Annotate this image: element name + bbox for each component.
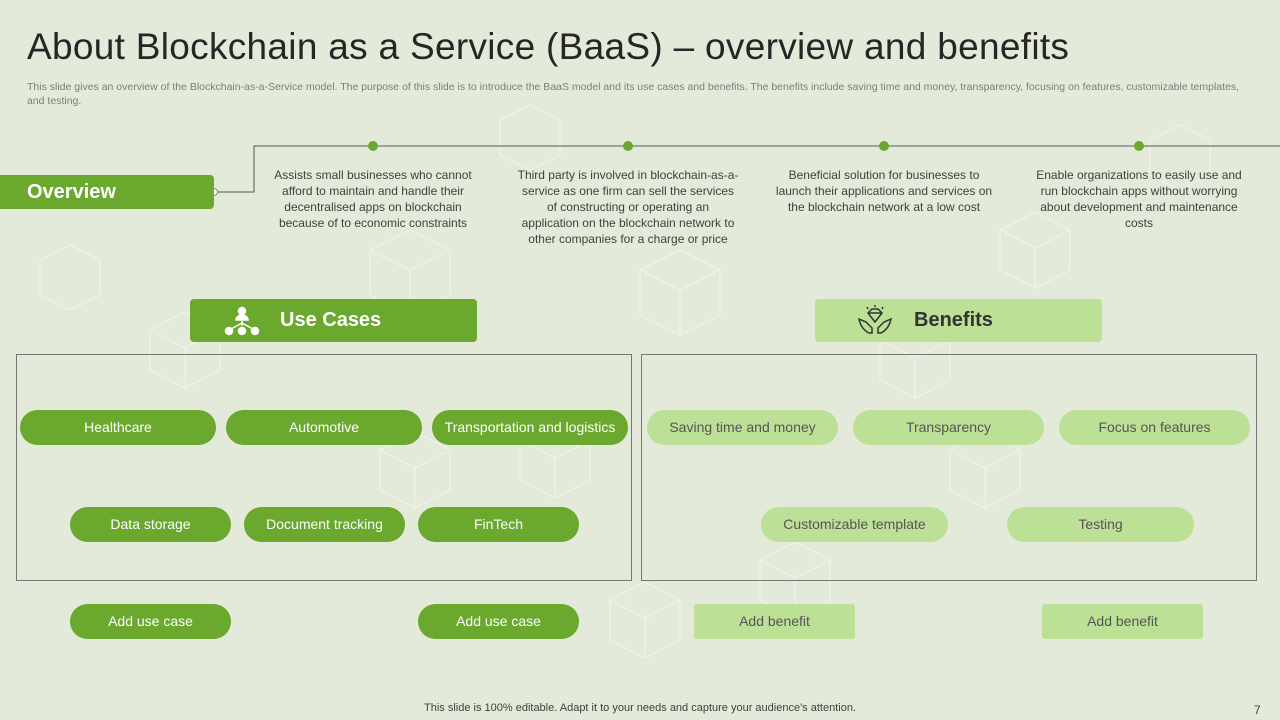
- timeline-dot: [368, 141, 378, 151]
- use-case-healthcare: Healthcare: [20, 410, 216, 445]
- benefits-heading: Benefits: [914, 309, 993, 331]
- timeline-dot: [879, 141, 889, 151]
- overview-point-2: Third party is involved in blockchain-as…: [517, 168, 739, 246]
- use-case-document-tracking: Document tracking: [244, 507, 405, 542]
- benefit-customizable-template: Customizable template: [761, 507, 948, 542]
- timeline-dot: [1134, 141, 1144, 151]
- use-cases-box: [16, 354, 632, 581]
- use-case-transportation: Transportation and logistics: [432, 410, 628, 445]
- page-title: About Blockchain as a Service (BaaS) – o…: [27, 26, 1070, 67]
- add-benefit-button[interactable]: Add benefit: [694, 604, 855, 639]
- benefit-testing: Testing: [1007, 507, 1194, 542]
- network-users-icon: [224, 306, 260, 336]
- overview-point-4: Enable organizations to easily use and r…: [1036, 168, 1242, 230]
- benefit-saving-time: Saving time and money: [647, 410, 838, 445]
- page-subtitle: This slide gives an overview of the Bloc…: [27, 81, 1240, 107]
- use-cases-heading: Use Cases: [280, 309, 382, 331]
- use-case-automotive: Automotive: [226, 410, 422, 445]
- use-case-data-storage: Data storage: [70, 507, 231, 542]
- use-cases-header: Use Cases: [190, 299, 477, 342]
- diamond-hands-icon: [857, 305, 893, 334]
- overview-point-1: Assists small businesses who cannot affo…: [274, 168, 472, 230]
- add-benefit-button[interactable]: Add benefit: [1042, 604, 1203, 639]
- benefits-box: [641, 354, 1257, 581]
- page-number: 7: [1254, 703, 1261, 717]
- overview-point-3: Beneficial solution for businesses to la…: [775, 168, 993, 214]
- footer-note: This slide is 100% editable. Adapt it to…: [424, 702, 856, 714]
- add-use-case-button[interactable]: Add use case: [70, 604, 231, 639]
- add-use-case-button[interactable]: Add use case: [418, 604, 579, 639]
- use-case-fintech: FinTech: [418, 507, 579, 542]
- benefit-transparency: Transparency: [853, 410, 1044, 445]
- timeline-dot: [623, 141, 633, 151]
- benefit-focus-features: Focus on features: [1059, 410, 1250, 445]
- overview-label: Overview: [0, 175, 214, 209]
- benefits-header: Benefits: [815, 299, 1102, 342]
